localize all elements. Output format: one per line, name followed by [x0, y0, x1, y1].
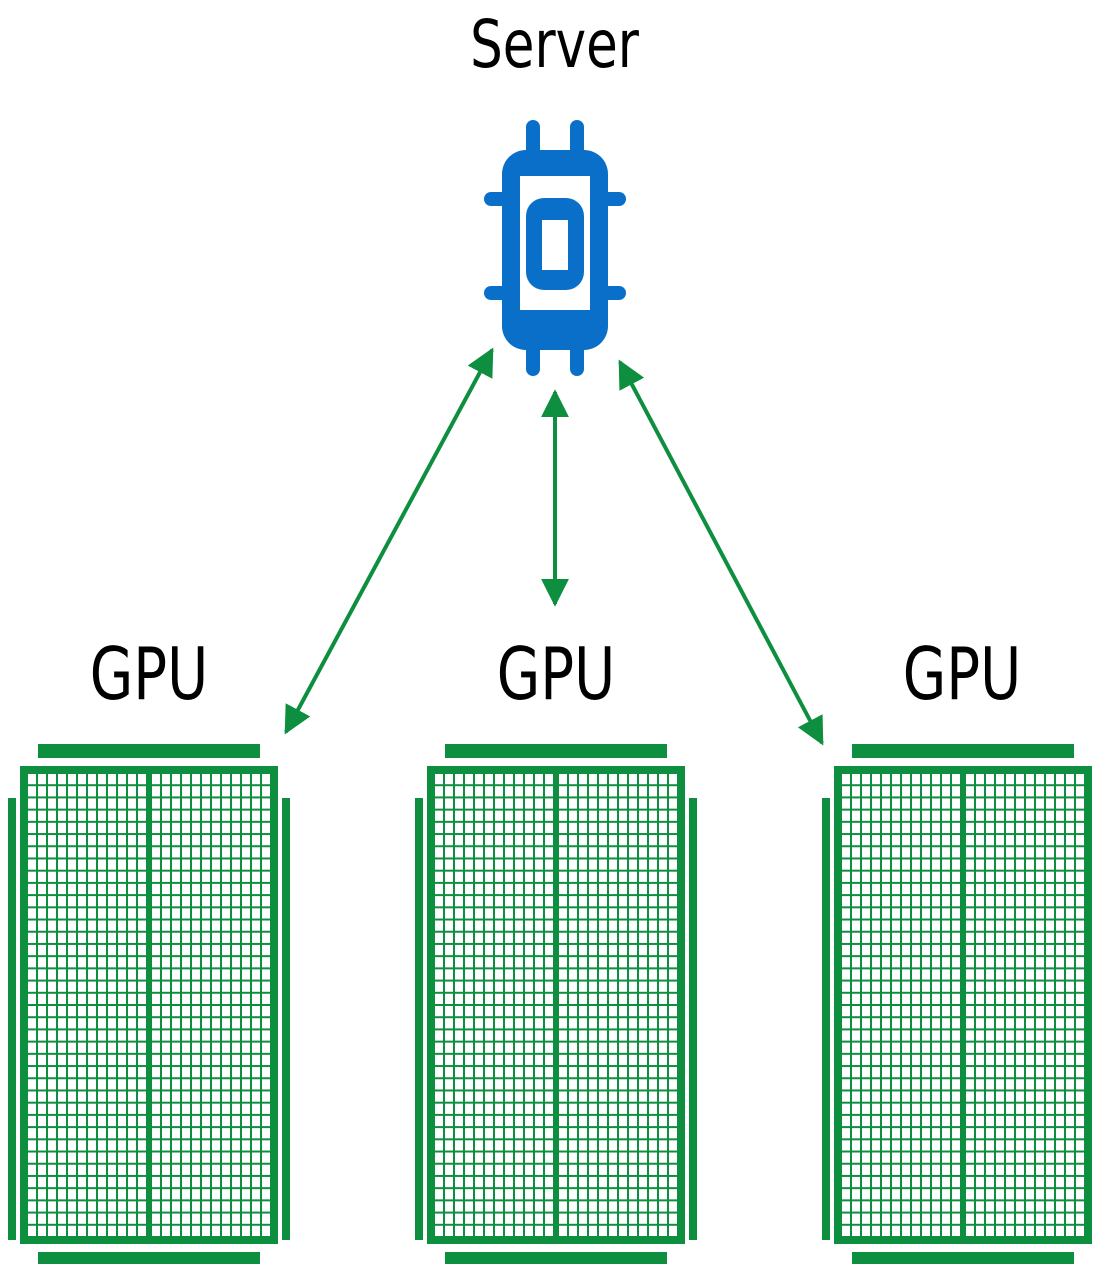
gpu-top-bar [38, 744, 260, 758]
gpu-body [20, 766, 278, 1244]
gpu-label: GPU [902, 632, 1022, 716]
processor-chip-core [520, 176, 590, 310]
gpu-grid-icon [8, 744, 290, 1264]
gpu-grid-icon [415, 744, 697, 1264]
gpu-body [427, 766, 685, 1244]
gpu-top-bar [852, 744, 1074, 758]
gpu-body [834, 766, 1092, 1244]
gpu-bottom-bar [445, 1252, 667, 1264]
gpu-right-bar [689, 798, 697, 1240]
gpu-grid-icon [822, 744, 1092, 1264]
server-label: Server [470, 6, 639, 83]
gpu-right-bar [282, 798, 290, 1240]
gpu-bottom-bar [38, 1252, 260, 1264]
gpu-label: GPU [496, 632, 616, 716]
gpu-bottom-bar [852, 1252, 1074, 1264]
gpu-left-bar [415, 798, 423, 1240]
gpu-top-bar [445, 744, 667, 758]
gpu-left-bar [8, 798, 16, 1240]
gpu-label: GPU [89, 632, 209, 716]
gpu-left-bar [822, 798, 830, 1240]
connection-arrow-left [284, 347, 494, 735]
connection-arrow-right [618, 359, 824, 746]
